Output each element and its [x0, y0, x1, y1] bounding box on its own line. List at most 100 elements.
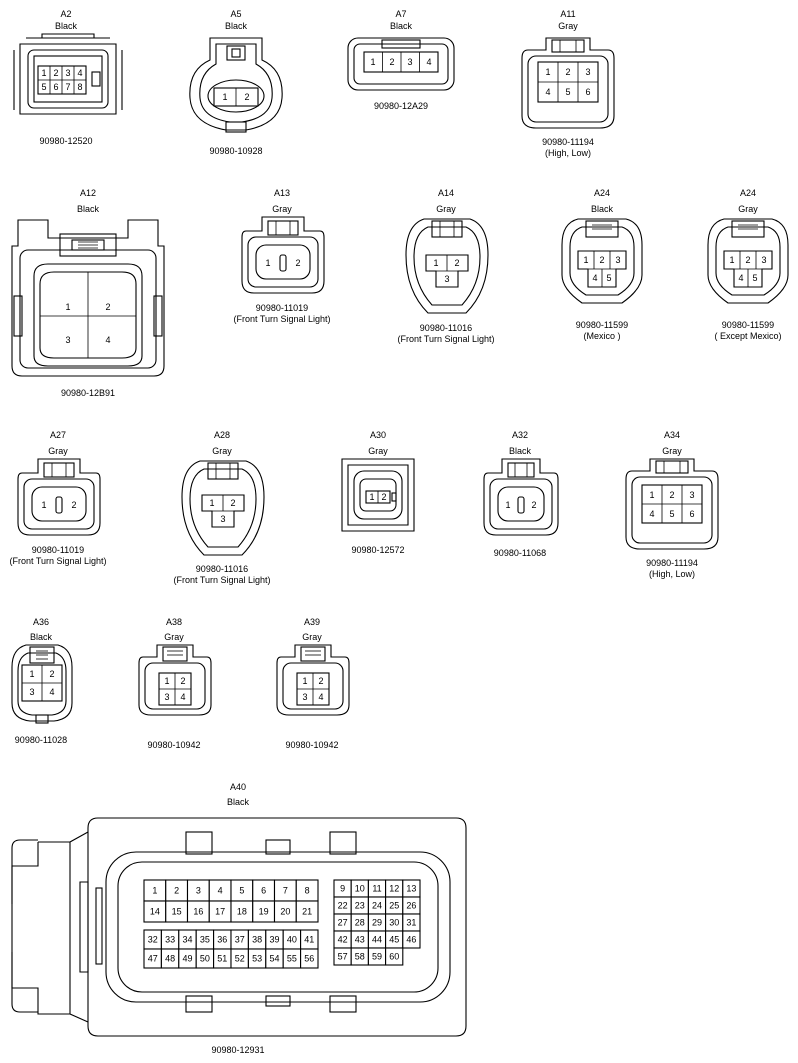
connector-id: A27 [49, 430, 67, 440]
pin-2: 2 [599, 255, 604, 265]
pin-4: 4 [738, 273, 743, 283]
pin-46: 46 [406, 935, 416, 945]
pin-40: 40 [287, 935, 297, 945]
pin-2: 2 [531, 500, 536, 510]
pin-47: 47 [148, 954, 158, 964]
pin-1: 1 [302, 676, 307, 686]
pin-3: 3 [65, 68, 70, 78]
connector-color: Gray [302, 632, 322, 642]
pin-58: 58 [355, 952, 365, 962]
pin-2: 2 [71, 500, 76, 510]
pin-1: 1 [41, 68, 46, 78]
pin-10: 10 [355, 884, 365, 894]
connector-color: Gray [272, 204, 292, 214]
connector-id: A40 [229, 782, 247, 792]
pin-59: 59 [372, 952, 382, 962]
connector-color: Gray [662, 446, 682, 456]
connector-color: Black [76, 204, 100, 214]
pin-2: 2 [180, 676, 185, 686]
connector-color: Black [226, 797, 250, 807]
pin-3: 3 [585, 67, 590, 77]
pin-27: 27 [338, 918, 348, 928]
pin-cell [295, 900, 319, 923]
pin-1: 1 [505, 500, 510, 510]
pin-2: 2 [669, 490, 674, 500]
connector-id: A32 [511, 430, 529, 440]
pin-3: 3 [196, 886, 201, 896]
pin-36: 36 [217, 935, 227, 945]
pin-1: 1 [265, 258, 270, 268]
pin-50: 50 [200, 954, 210, 964]
pin-3: 3 [689, 490, 694, 500]
connector-color: Black [54, 21, 78, 31]
connector-id: A39 [303, 617, 321, 627]
pin-5: 5 [239, 886, 244, 896]
connector-A36: 1 2 3 4 [10, 643, 74, 725]
connector-A5: 1 2 [186, 36, 286, 136]
pin-2: 2 [230, 498, 235, 508]
pin-30: 30 [389, 918, 399, 928]
pin-4: 4 [592, 273, 597, 283]
connector-id: A36 [32, 617, 50, 627]
pin-3: 3 [302, 692, 307, 702]
pin-20: 20 [280, 907, 290, 917]
connector-id: A7 [395, 9, 407, 19]
part-number: 90980-11599 [575, 320, 629, 330]
connector-color: Black [590, 204, 614, 214]
pin-1: 1 [29, 669, 34, 679]
pin-5: 5 [606, 273, 611, 283]
part-number: 90980-12A29 [373, 101, 429, 111]
pin-1: 1 [164, 676, 169, 686]
pin-9: 9 [340, 884, 345, 894]
pin-28: 28 [355, 918, 365, 928]
part-number: 90980-11019 [31, 545, 85, 555]
pin-6: 6 [261, 886, 266, 896]
part-number: 90980-12520 [39, 136, 93, 146]
connector-id: A30 [369, 430, 387, 440]
pin-5: 5 [752, 273, 757, 283]
pin-17: 17 [215, 907, 225, 917]
connector-note: (Front Turn Signal Light) [233, 314, 331, 324]
connector-color: Black [29, 632, 53, 642]
part-number: 90980-11599 [721, 320, 775, 330]
pin-8: 8 [77, 82, 82, 92]
pin-4: 4 [318, 692, 323, 702]
connector-A38: 1 2 3 4 [137, 643, 213, 719]
pin-60: 60 [389, 952, 399, 962]
pin-5: 5 [565, 87, 570, 97]
pin-4: 4 [218, 886, 223, 896]
pin-4: 4 [426, 57, 431, 67]
connector-id: A34 [663, 430, 681, 440]
pin-4: 4 [649, 509, 654, 519]
pin-11: 11 [372, 884, 381, 894]
pin-3: 3 [761, 255, 766, 265]
pin-1: 1 [41, 500, 46, 510]
pin-29: 29 [372, 918, 382, 928]
pin-2: 2 [389, 57, 394, 67]
pin-2: 2 [105, 302, 110, 312]
connector-color: Gray [738, 204, 758, 214]
pin-6: 6 [585, 87, 590, 97]
pin-3: 3 [220, 514, 225, 524]
pin-3: 3 [65, 335, 70, 345]
pin-cell [402, 930, 421, 949]
pin-5: 5 [669, 509, 674, 519]
pin-25: 25 [389, 901, 399, 911]
pin-2: 2 [53, 68, 58, 78]
connector-color: Black [389, 21, 413, 31]
pin-2: 2 [174, 886, 179, 896]
pin-4: 4 [77, 68, 82, 78]
connector-A39: 1 2 3 4 [275, 643, 351, 719]
connector-id: A2 [60, 9, 72, 19]
connector-color: Gray [558, 21, 578, 31]
connector-A34: 1 2 3 4 5 6 [624, 457, 720, 553]
pin-6: 6 [689, 509, 694, 519]
pin-2: 2 [295, 258, 300, 268]
part-number: 90980-10928 [209, 146, 263, 156]
pin-55: 55 [287, 954, 297, 964]
connector-A28: 1 2 3 [180, 457, 266, 559]
pin-26: 26 [406, 901, 416, 911]
connector-note: (Mexico ) [583, 331, 621, 341]
part-number: 90980-11016 [419, 323, 473, 333]
